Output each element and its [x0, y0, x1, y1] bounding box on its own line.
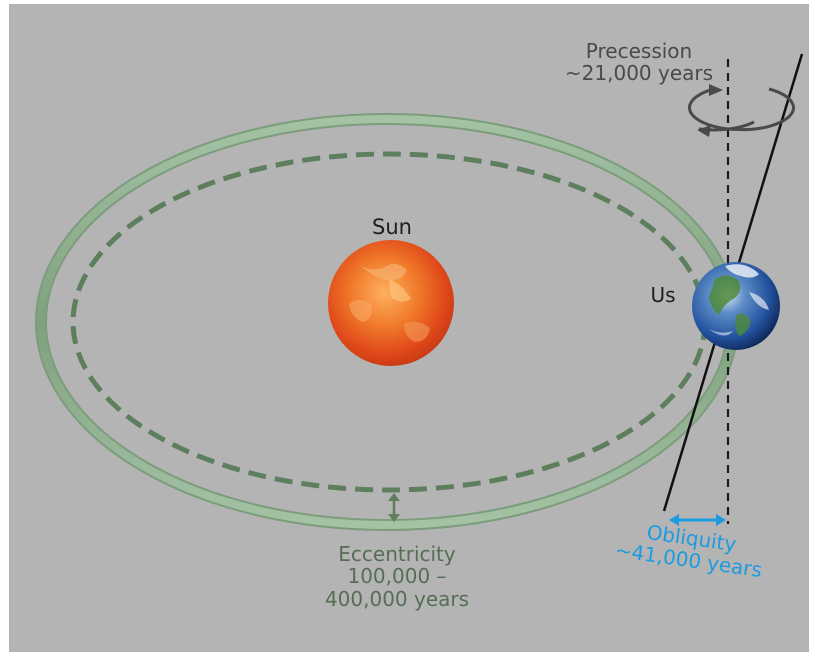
- sun-icon: [328, 240, 454, 366]
- precession-label: Precession ~21,000 years: [548, 40, 730, 85]
- double-arrow-horizontal-icon: [669, 514, 726, 526]
- eccentricity-period-line2: 400,000 years: [324, 586, 470, 611]
- diagram-canvas: [35, 53, 804, 531]
- sun-label: Sun: [372, 215, 412, 239]
- eccentricity-label: Eccentricity 100,000 – 400,000 years: [307, 542, 487, 611]
- precession-period: ~21,000 years: [564, 61, 714, 86]
- eccentricity-title: Eccentricity: [338, 542, 456, 566]
- precession-title: Precession: [585, 39, 693, 63]
- rotation-arrow-icon: [688, 84, 795, 137]
- double-arrow-vertical-icon: [388, 493, 400, 522]
- earth-icon: [692, 262, 780, 350]
- earth-label: Us: [650, 283, 676, 307]
- orbital-cycles-diagram: Sun Us Precession ~21,000 years Eccentri…: [9, 4, 809, 652]
- eccentricity-period-line1: 100,000 –: [347, 564, 447, 589]
